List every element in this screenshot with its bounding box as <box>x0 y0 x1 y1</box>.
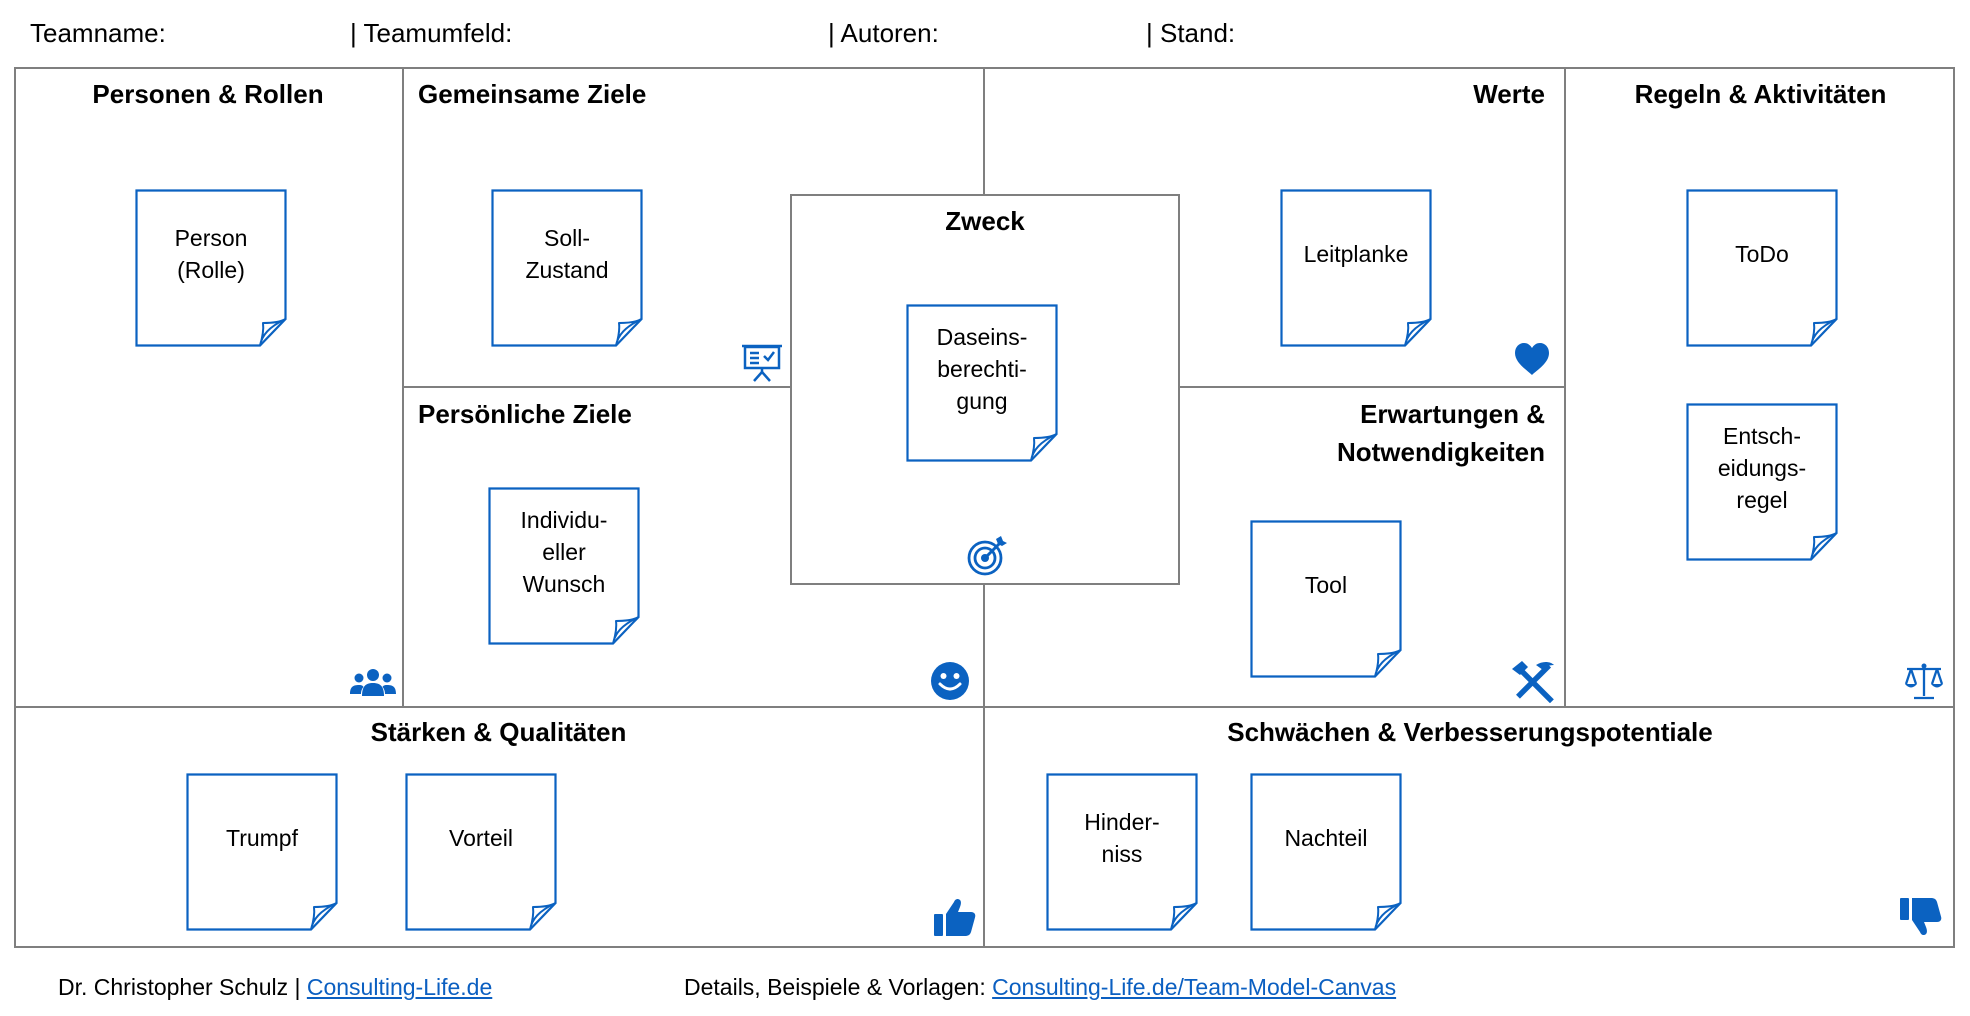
note-text: Nachteil <box>1284 825 1368 851</box>
note-text: Vorteil <box>449 825 513 851</box>
status-label: | Stand: <box>1146 18 1236 48</box>
sticky-note[interactable]: Entsch- eidungs- regel <box>1686 403 1838 561</box>
hammer-pick-icon <box>1512 661 1554 703</box>
sticky-note-shape <box>405 773 557 931</box>
sticky-note-shape <box>1686 189 1838 347</box>
people-icon <box>350 669 396 696</box>
footer-author-text: Dr. Christopher Schulz | <box>58 974 307 1000</box>
note-text: Individu- eller Wunsch <box>520 507 608 597</box>
thumbs-down-icon <box>1900 898 1942 936</box>
sticky-note-shape <box>186 773 338 931</box>
sticky-note[interactable]: Tool <box>1250 520 1402 678</box>
section-title-persoenliche-ziele: Persönliche Ziele <box>418 399 632 429</box>
note-text: Tool <box>1304 572 1348 598</box>
sticky-note[interactable]: ToDo <box>1686 189 1838 347</box>
presentation-board-icon <box>742 344 782 382</box>
section-title-gemeinsame-ziele: Gemeinsame Ziele <box>418 79 647 109</box>
sticky-note-shape <box>1280 189 1432 347</box>
sticky-note[interactable]: Person (Rolle) <box>135 189 287 347</box>
sticky-note[interactable]: Hinder- niss <box>1046 773 1198 931</box>
sticky-note[interactable]: Individu- eller Wunsch <box>488 487 640 645</box>
section-title-personen: Personen & Rollen <box>92 79 324 109</box>
footer-details-text: Details, Beispiele & Vorlagen: <box>684 974 993 1000</box>
note-text: Hinder- niss <box>1084 809 1160 867</box>
sticky-note[interactable]: Soll- Zustand <box>491 189 643 347</box>
section-title-notwendigkeiten: Notwendigkeiten <box>1336 437 1545 467</box>
footer-author-link[interactable]: Consulting-Life.de <box>306 974 493 1000</box>
section-title-staerken: Stärken & Qualitäten <box>370 717 627 747</box>
sticky-note-shape <box>1046 773 1198 931</box>
note-text: Soll- Zustand <box>525 225 609 283</box>
section-title-zweck: Zweck <box>945 206 1025 236</box>
heart-icon <box>1515 343 1549 375</box>
sticky-note-shape <box>488 487 640 645</box>
divider <box>1564 68 1566 708</box>
footer-details-link[interactable]: Consulting-Life.de/Team-Model-Canvas <box>992 974 1397 1000</box>
sticky-note-shape <box>491 189 643 347</box>
sticky-note-shape <box>135 189 287 347</box>
sticky-note-shape <box>906 304 1058 462</box>
section-title-regeln: Regeln & Aktivitäten <box>1634 79 1887 109</box>
smiley-icon <box>931 662 969 700</box>
footer-author: Dr. Christopher Schulz | Consulting-Life… <box>58 974 492 1001</box>
sticky-note-shape <box>1250 520 1402 678</box>
divider <box>402 68 404 708</box>
sticky-note-shape <box>1686 403 1838 561</box>
note-text: Leitplanke <box>1303 241 1409 267</box>
note-text: Trumpf <box>226 825 298 851</box>
sticky-note[interactable]: Vorteil <box>405 773 557 931</box>
section-title-erwartungen: Erwartungen & <box>1360 399 1545 429</box>
sticky-note[interactable]: Nachteil <box>1250 773 1402 931</box>
note-text: Entsch- eidungs- regel <box>1717 423 1807 513</box>
sticky-note[interactable]: Leitplanke <box>1280 189 1432 347</box>
sticky-note[interactable]: Trumpf <box>186 773 338 931</box>
team-name-label: Teamname: <box>30 18 166 48</box>
divider <box>14 706 1955 708</box>
note-text: ToDo <box>1735 241 1789 267</box>
footer-details: Details, Beispiele & Vorlagen: Consultin… <box>684 974 1396 1001</box>
authors-label: | Autoren: <box>828 18 939 48</box>
sticky-note[interactable]: Daseins- berechti- gung <box>906 304 1058 462</box>
section-title-werte: Werte <box>1473 79 1545 109</box>
scales-icon <box>1904 663 1944 700</box>
target-icon <box>967 536 1007 576</box>
thumbs-up-icon <box>934 898 976 936</box>
team-environment-label: | Teamumfeld: <box>350 18 513 48</box>
sticky-note-shape <box>1250 773 1402 931</box>
note-text: Daseins- berechti- gung <box>936 324 1028 414</box>
note-text: Person (Rolle) <box>174 225 248 283</box>
section-title-schwaechen: Schwächen & Verbesserungspotentiale <box>1227 717 1713 747</box>
